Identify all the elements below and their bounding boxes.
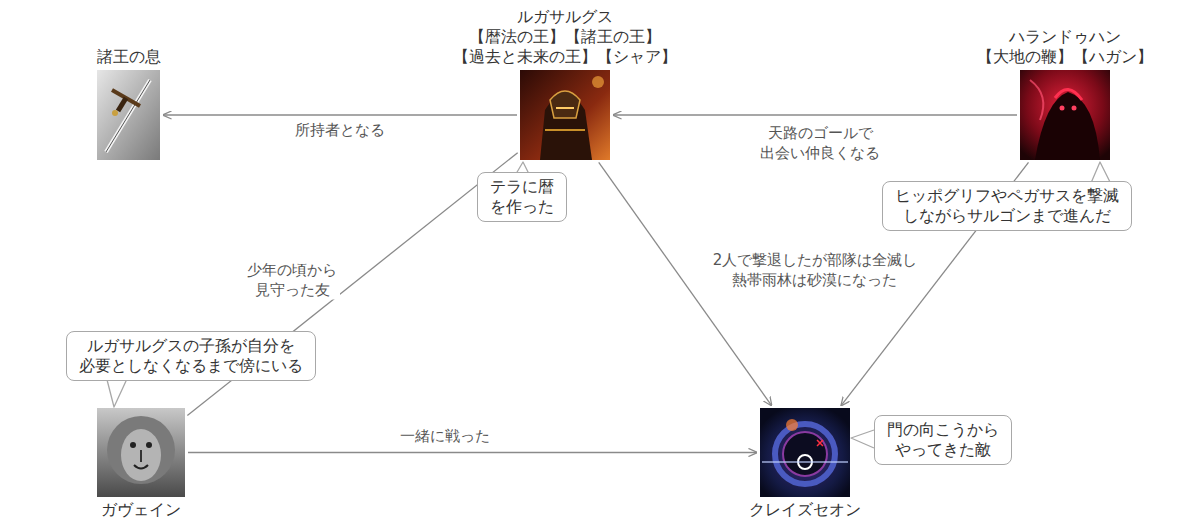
item-node: 諸王の息	[97, 70, 160, 160]
note-text: 門の向こうから やってきた敵	[887, 420, 999, 460]
enemy-node: クレイズセオン	[760, 408, 850, 497]
name-caption: 諸王の息	[97, 47, 161, 67]
edge-label-patch: 一緒に戦った	[397, 427, 493, 447]
edge-label-patch: 少年の頃から 見守った友	[244, 261, 340, 300]
edge-label-patch: 天路のゴールで 出会い仲良くなる	[757, 124, 883, 163]
name-caption: ハランドゥハン【大地の鞭】【ハガン】	[977, 27, 1153, 67]
edge-label: 所持者となる	[295, 121, 385, 141]
edge-label: 少年の頃から 見守った友	[247, 261, 337, 300]
character-name: クレイズセオン	[749, 500, 861, 520]
note-text: ルガサルグスの子孫が自分を 必要としなくなるまで傍にいる	[79, 336, 303, 376]
character-name: ルガサルグス	[517, 7, 613, 27]
title-list: 【大地の鞭】【ハガン】	[977, 47, 1153, 67]
character-node: ルガサルグス【暦法の王】【諸王の王】 【過去と未来の王】【シャア】	[520, 70, 610, 160]
sword-picture	[97, 70, 160, 160]
character-name: ガヴェイン	[101, 500, 181, 520]
character-name: ハランドゥハン	[1009, 27, 1121, 47]
note-callout: テラに暦 を作った	[477, 172, 567, 222]
relation-arrow	[163, 114, 517, 115]
name-caption: ルガサルグス【暦法の王】【諸王の王】 【過去と未来の王】【シャア】	[453, 7, 677, 67]
note-text: ヒッポグリフやペガサスを撃滅 しながらサルゴンまで進んだ	[895, 186, 1119, 226]
character-node: ハランドゥハン【大地の鞭】【ハガン】	[1020, 70, 1110, 160]
title-list: 【暦法の王】【諸王の王】 【過去と未来の王】【シャア】	[453, 27, 677, 67]
portal-picture	[760, 408, 850, 497]
note-callout: 門の向こうから やってきた敵	[874, 415, 1012, 465]
note-text: テラに暦 を作った	[490, 177, 554, 217]
edge-label: 天路のゴールで 出会い仲良くなる	[760, 124, 880, 163]
edge-label-patch: 2人で撃退したが部隊は全滅し 熱帯雨林は砂漠になった	[710, 251, 921, 290]
edge-label: 一緒に戦った	[400, 427, 490, 447]
character-node: ガヴェイン	[97, 408, 185, 497]
relation-arrow	[613, 114, 1017, 115]
name-caption: クレイズセオン	[749, 500, 861, 520]
relation-arrow	[188, 452, 757, 453]
character-name: 諸王の息	[97, 47, 161, 67]
edge-label-patch: 所持者となる	[292, 121, 388, 141]
note-callout: ルガサルグスの子孫が自分を 必要としなくなるまで傍にいる	[66, 331, 316, 381]
warrior-picture	[1020, 70, 1110, 160]
note-callout: ヒッポグリフやペガサスを撃滅 しながらサルゴンまで進んだ	[882, 181, 1132, 231]
name-caption: ガヴェイン	[101, 500, 181, 520]
edge-label: 2人で撃退したが部隊は全滅し 熱帯雨林は砂漠になった	[713, 251, 918, 290]
lion-picture	[97, 408, 185, 497]
king-picture	[520, 70, 610, 160]
